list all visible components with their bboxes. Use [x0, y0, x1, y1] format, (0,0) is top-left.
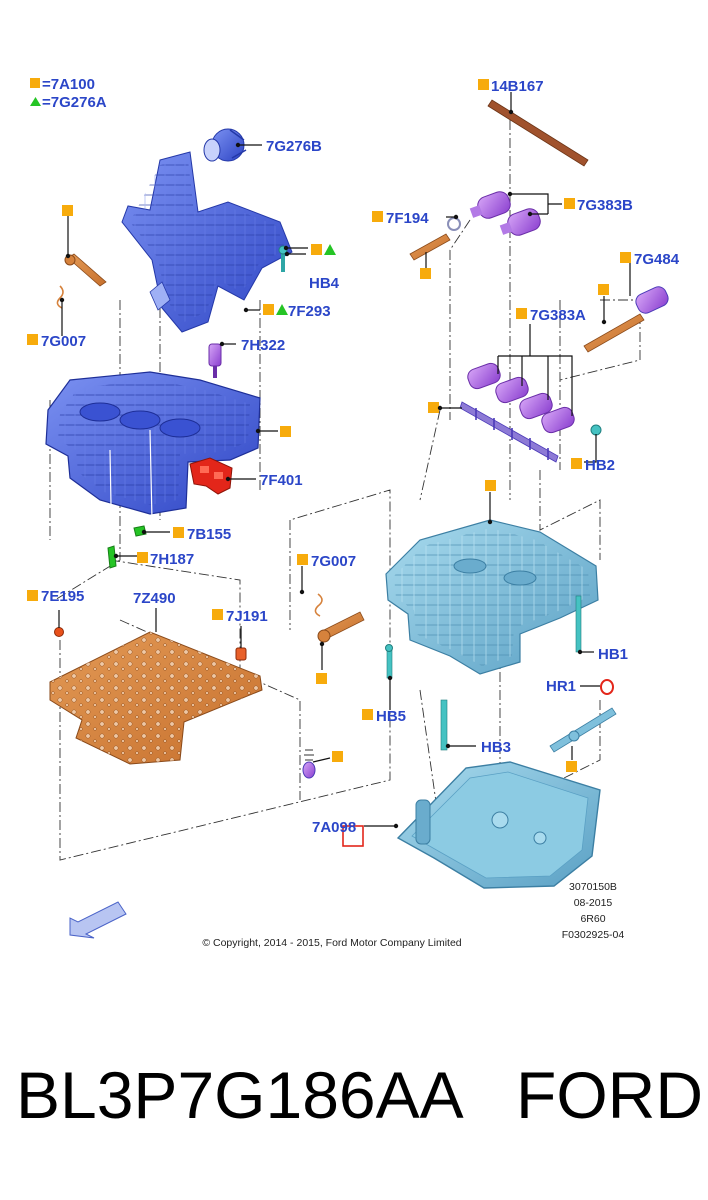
part-labels: 7G276B HB4 7F293 7G007 7H322 7F401 7B155…	[27, 78, 680, 836]
marker-square	[263, 304, 274, 315]
label-HB3: HB3	[481, 739, 511, 756]
label-HB4: HB4	[309, 275, 340, 292]
label-7G383B: 7G383B	[577, 197, 633, 214]
part-7G383B-solenoids	[469, 191, 541, 236]
marker-triangle	[276, 304, 288, 315]
part-7F401	[189, 457, 233, 495]
part-markers	[62, 205, 609, 772]
copyright-notice: © Copyright, 2014 - 2015, Ford Motor Com…	[202, 937, 461, 949]
part-7G007-top	[56, 253, 107, 309]
label-7A098: 7A098	[312, 819, 356, 836]
marker-square	[485, 480, 496, 491]
marker-square	[316, 673, 327, 684]
part-7E195	[54, 627, 64, 637]
label-7G007-mid: 7G007	[311, 553, 356, 570]
info-line-3: 6R60	[580, 913, 605, 925]
marker-square	[280, 426, 291, 437]
front-direction-arrow	[69, 901, 127, 939]
marker-square	[311, 244, 322, 255]
part-7H187	[107, 545, 117, 569]
label-14B167: 14B167	[491, 78, 544, 95]
part-HR1	[600, 679, 614, 695]
leader-dots	[59, 109, 607, 829]
highlight-box	[342, 825, 364, 847]
marker-square	[62, 205, 73, 216]
label-7B155: 7B155	[187, 526, 231, 543]
marker-triangle	[324, 244, 336, 255]
leader-lines	[58, 92, 631, 827]
label-7F293: 7F293	[288, 303, 331, 320]
label-7H322: 7H322	[241, 337, 285, 354]
part-solenoid-lead-frame	[459, 401, 559, 463]
part-7J191	[235, 647, 247, 661]
part-spring-valve	[302, 749, 316, 779]
marker-square	[428, 402, 439, 413]
illustration-info: 3070150B 08-2015 6R60 F0302925-04	[562, 881, 625, 941]
part-number-caption: BL3P7G186AA	[16, 1058, 464, 1132]
label-7G484: 7G484	[634, 251, 680, 268]
part-manual-shaft	[549, 707, 617, 753]
brand-caption: FORD	[516, 1058, 703, 1132]
legend-triangle-text: =7G276A	[42, 94, 107, 111]
label-7G007-top: 7G007	[41, 333, 86, 350]
upper-separator-plate	[121, 151, 293, 333]
info-line-4: F0302925-04	[562, 929, 625, 941]
part-7F194	[409, 217, 461, 261]
marker-square	[566, 761, 577, 772]
label-7G383A: 7G383A	[530, 307, 586, 324]
label-7F194: 7F194	[386, 210, 429, 227]
label-HR1: HR1	[546, 678, 576, 695]
info-line-1: 3070150B	[569, 881, 617, 893]
label-HB5: HB5	[376, 708, 406, 725]
part-HB3	[440, 699, 448, 751]
part-HB1	[575, 595, 582, 653]
marker-square	[332, 751, 343, 762]
part-7Z490-gasket	[49, 631, 263, 765]
legend-square-text: =7A100	[42, 76, 95, 93]
legend: =7A100 =7G276A	[30, 76, 107, 111]
part-7H322	[208, 343, 222, 378]
part-7G007-mid	[314, 593, 365, 643]
upper-valve-body	[45, 371, 261, 561]
legend-square-marker	[30, 78, 40, 88]
part-14B167	[487, 99, 589, 167]
label-7E195: 7E195	[41, 588, 84, 605]
marker-square	[598, 284, 609, 295]
lower-valve-body	[385, 519, 599, 675]
label-7H187: 7H187	[150, 551, 194, 568]
label-7Z490: 7Z490	[133, 590, 176, 607]
label-HB1: HB1	[598, 646, 628, 663]
part-HB2	[590, 424, 602, 436]
part-7G484	[583, 286, 669, 353]
label-7J191: 7J191	[226, 608, 268, 625]
part-7G383A-solenoids	[467, 362, 575, 434]
label-7G276B: 7G276B	[266, 138, 322, 155]
part-HB5	[385, 644, 393, 679]
info-line-2: 08-2015	[574, 897, 613, 909]
label-HB2: HB2	[585, 457, 615, 474]
marker-square	[420, 268, 431, 279]
part-7A098-filter	[396, 761, 601, 889]
label-7F401: 7F401	[260, 472, 303, 489]
legend-triangle-marker	[30, 97, 41, 106]
